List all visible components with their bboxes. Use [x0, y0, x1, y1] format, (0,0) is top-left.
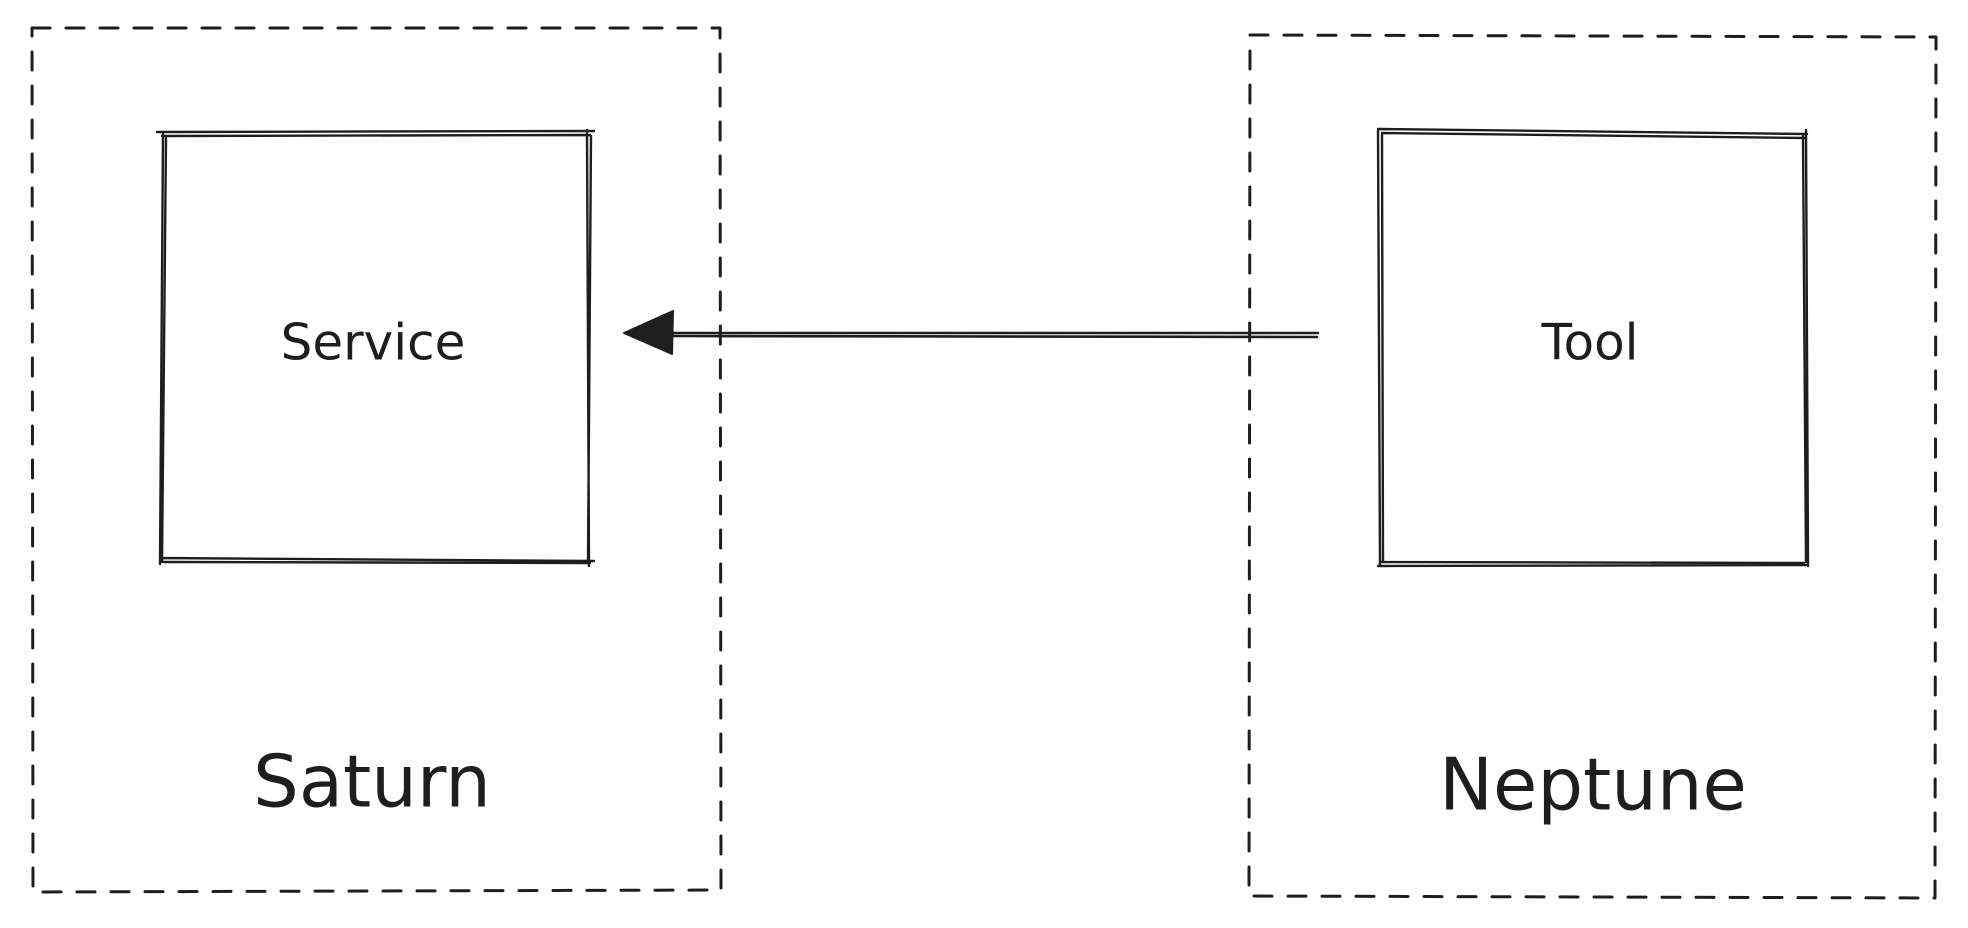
tool-box — [1376, 127, 1810, 568]
service-label: Service — [281, 314, 466, 372]
node-tool[interactable]: Tool — [1376, 127, 1810, 568]
group-neptune[interactable]: Neptune — [1247, 33, 1938, 900]
saturn-label: Saturn — [253, 740, 491, 824]
edge-tool-to-service[interactable] — [623, 310, 1320, 355]
neptune-label: Neptune — [1439, 743, 1747, 827]
arrow-shaft — [648, 331, 1320, 339]
saturn-dashed-border — [30, 26, 723, 894]
tool-label: Tool — [1540, 314, 1638, 372]
neptune-dashed-border — [1247, 33, 1938, 900]
arrowhead-icon — [623, 310, 674, 355]
group-saturn[interactable]: Saturn — [30, 26, 723, 894]
node-service[interactable]: Service — [155, 128, 596, 568]
service-box — [155, 128, 596, 568]
